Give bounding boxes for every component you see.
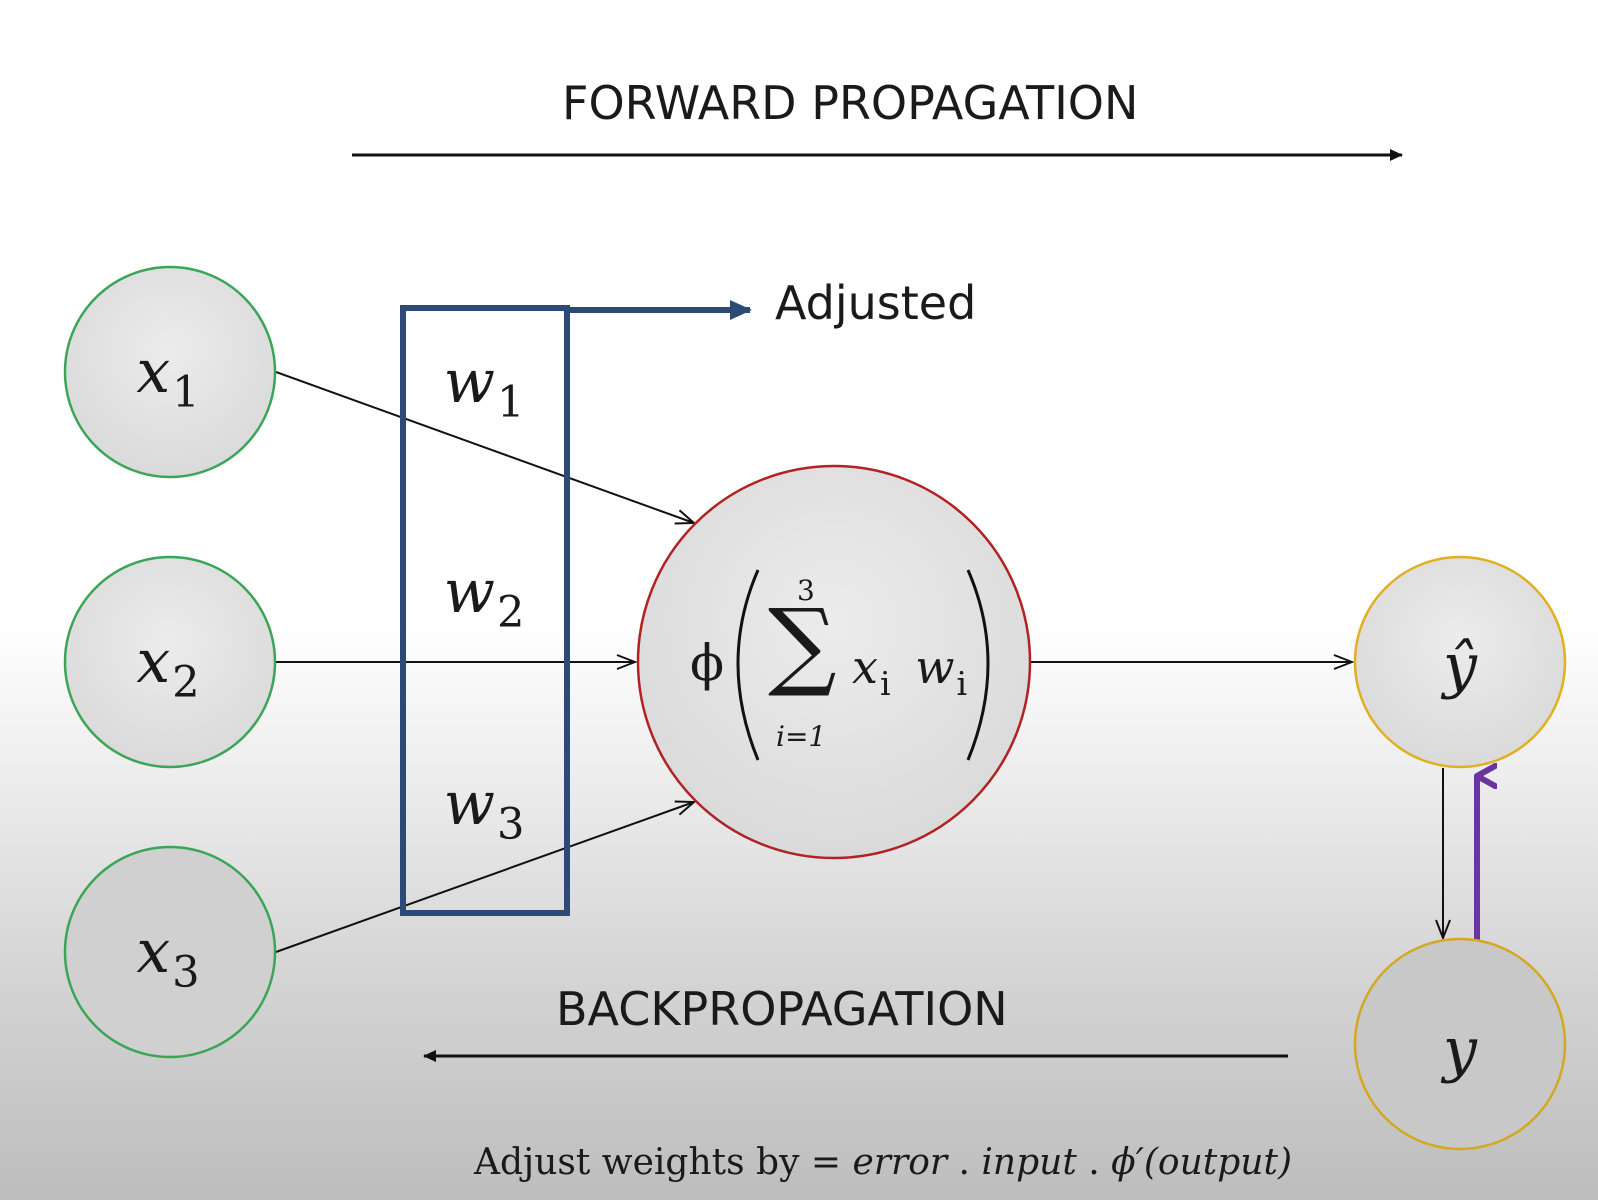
sum-lower: i=1 <box>776 720 827 753</box>
input-label-x2: x2 <box>136 627 199 708</box>
weight-var: w <box>443 557 495 627</box>
edge-x1-neuron <box>275 371 694 523</box>
formula-error: error <box>852 1142 948 1183</box>
adjust-weights-formula: Adjust weights by = error . input . ϕ′(o… <box>474 1142 1292 1183</box>
right-paren <box>966 569 990 761</box>
sum-term: xi wi <box>852 640 967 703</box>
formula-dot: . <box>1076 1142 1112 1183</box>
input-var: x <box>136 917 171 987</box>
formula-input: input <box>981 1142 1077 1183</box>
term-sub: i <box>879 663 891 703</box>
output-label-yhat: ŷ <box>1443 631 1477 701</box>
edge-x3-neuron <box>275 802 694 953</box>
output-node-y <box>1353 937 1567 1151</box>
adjusted-label: Adjusted <box>775 276 977 330</box>
output-node-yhat <box>1353 555 1567 769</box>
input-node-x1 <box>63 265 277 479</box>
term2-var: w <box>915 640 955 694</box>
sum-upper: 3 <box>797 574 815 607</box>
formula-derivative: ϕ′(output) <box>1111 1142 1292 1183</box>
sum-symbol: ∑ <box>768 588 837 700</box>
input-var: x <box>136 627 171 697</box>
forward-propagation-label: FORWARD PROPAGATION <box>562 76 1139 130</box>
weight-label-w3: w3 <box>443 769 525 850</box>
input-label-x3: x3 <box>136 917 199 998</box>
term2-sub: i <box>956 663 968 703</box>
neuron-node <box>636 464 1032 860</box>
input-node-x3 <box>63 845 277 1059</box>
backpropagation-label: BACKPROPAGATION <box>556 982 1008 1036</box>
weight-sub: 2 <box>496 588 525 639</box>
weights-box <box>400 305 570 916</box>
input-var: x <box>136 337 171 407</box>
left-paren <box>736 569 760 761</box>
weight-label-w1: w1 <box>443 347 525 428</box>
weight-var: w <box>443 769 495 839</box>
weight-sub: 3 <box>496 800 525 851</box>
formula-dot: . <box>947 1142 982 1183</box>
formula-prefix: Adjust weights by = <box>474 1142 853 1183</box>
input-node-x2 <box>63 555 277 769</box>
neuron-phi: ϕ <box>690 634 725 692</box>
input-sub: 3 <box>172 948 200 999</box>
input-sub: 1 <box>172 368 200 419</box>
output-label-y: y <box>1443 1015 1477 1085</box>
term-var: x <box>852 640 878 694</box>
input-sub: 2 <box>172 658 200 709</box>
input-label-x1: x1 <box>136 337 199 418</box>
weight-sub: 1 <box>496 378 525 429</box>
weight-var: w <box>443 347 495 417</box>
weight-label-w2: w2 <box>443 557 525 638</box>
